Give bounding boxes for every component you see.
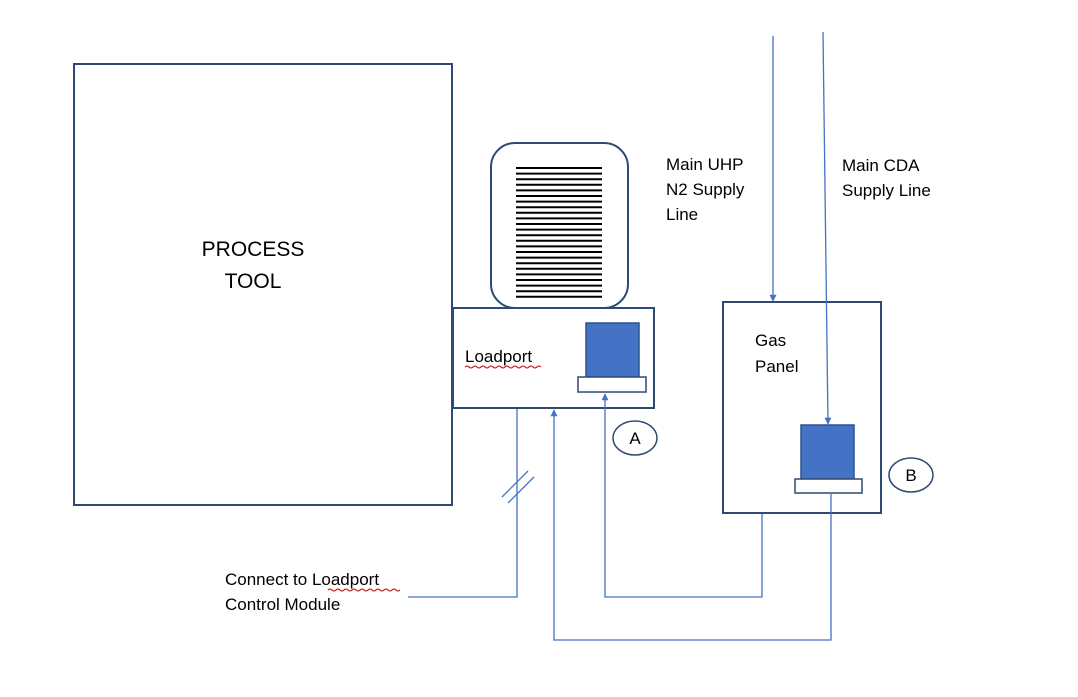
process-tool-box — [73, 63, 453, 506]
n2-label-line2: N2 Supply — [666, 180, 745, 199]
process-tool-label-line1: PROCESS — [202, 238, 305, 261]
control-module-label-line1: Connect to Loadport — [225, 570, 379, 589]
marker-b: B — [888, 457, 934, 493]
loadport: Loadport — [452, 307, 655, 409]
connections — [408, 31, 832, 641]
marker-a: A — [612, 420, 658, 456]
gas-panel-module-base — [794, 478, 863, 494]
loadport-label: Loadport — [465, 347, 532, 366]
marker-a-circle — [612, 420, 658, 456]
wafer-slots — [516, 167, 602, 298]
gas-panel-label-line1: Gas — [755, 331, 786, 350]
marker-b-circle — [888, 457, 934, 493]
control-module-spellcheck-underline — [327, 588, 401, 592]
gas-panel: Gas Panel — [722, 301, 882, 514]
main-cda-supply-line — [822, 31, 832, 425]
loadport-spellcheck-underline — [464, 365, 542, 369]
process-tool: PROCESS TOOL — [73, 63, 453, 506]
control-module-label-line2: Control Module — [225, 595, 340, 614]
n2-label-line3: Line — [666, 205, 698, 224]
n2-label-line1: Main UHP — [666, 155, 743, 174]
cable-break-mark-1 — [501, 470, 529, 498]
loadport-control-cable — [408, 409, 518, 598]
n2-line-gas-panel-to-loadport-module — [601, 393, 763, 598]
marker-b-label: B — [905, 466, 916, 485]
cda-label-line1: Main CDA — [842, 156, 920, 175]
process-tool-label-line2: TOOL — [225, 270, 282, 293]
loadport-n2-module — [585, 322, 640, 378]
cda-line-gas-panel-to-loadport — [550, 409, 832, 641]
cda-supply-line-label: Main CDA Supply Line — [842, 156, 931, 200]
wafer-carrier — [490, 142, 629, 309]
marker-a-label: A — [629, 429, 641, 448]
n2-supply-line-label: Main UHP N2 Supply Line — [666, 155, 745, 224]
cda-label-line2: Supply Line — [842, 181, 931, 200]
cable-break-mark-2 — [507, 476, 535, 504]
gas-panel-label-line2: Panel — [755, 357, 798, 376]
loadport-module-base — [577, 376, 647, 393]
control-module-label: Connect to Loadport Control Module — [225, 570, 401, 614]
gas-panel-module — [800, 424, 855, 480]
